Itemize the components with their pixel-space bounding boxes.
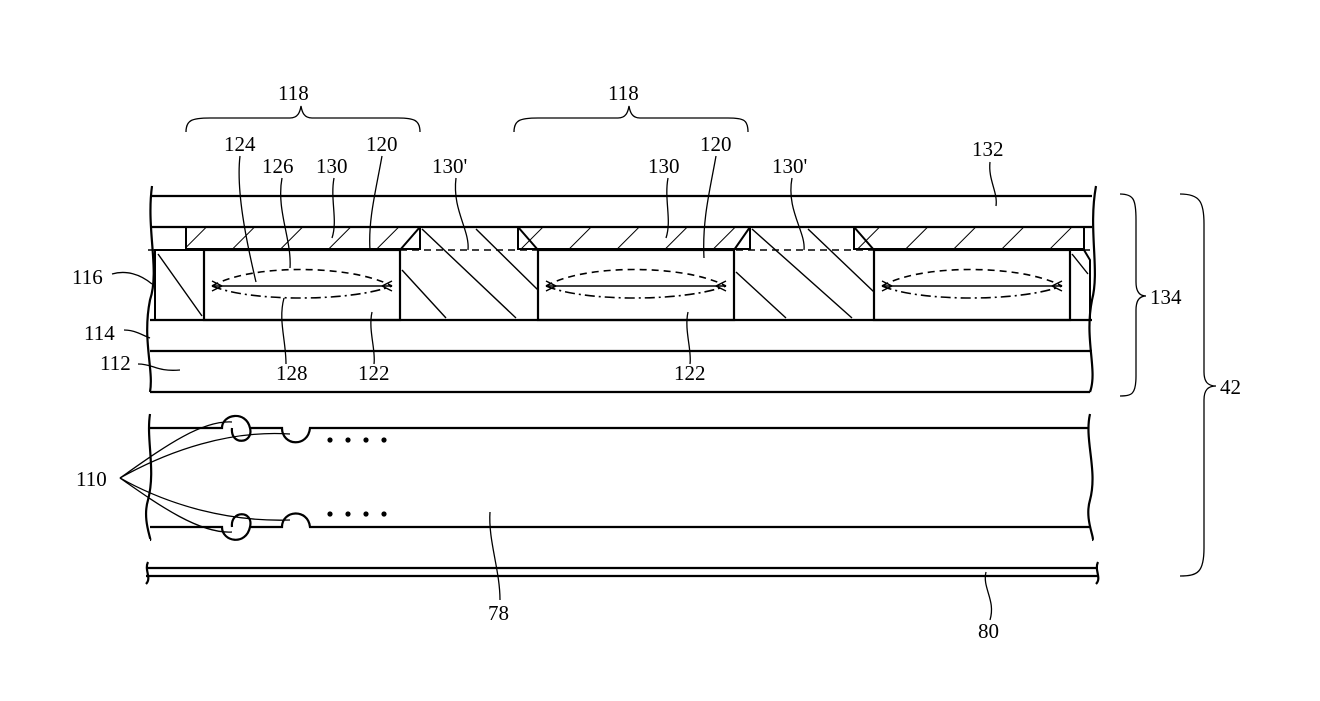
label-122-a: 122: [358, 361, 390, 385]
brace-118-b: [513, 105, 749, 133]
pixel-well-a: [202, 248, 402, 322]
reference-labels: 118 118 124 126 130 120 130' 130 120 130…: [72, 81, 1241, 643]
lower-curve-128: [211, 285, 393, 299]
lens-region-b: [545, 268, 727, 299]
label-126: 126: [262, 154, 294, 178]
brace-134: [1119, 193, 1147, 397]
label-130-b: 130: [648, 154, 680, 178]
label-122-b: 122: [674, 361, 706, 385]
pixel-well-c: [872, 248, 1072, 322]
label-132: 132: [972, 137, 1004, 161]
lens-region-a: [211, 268, 393, 299]
ellipsis-dots-top: [327, 437, 387, 443]
guide-right-edge: [1087, 413, 1094, 542]
ellipsis-dots-bottom: [327, 511, 387, 517]
guide-top-surface: [150, 414, 1088, 444]
left-break-edge: [146, 185, 155, 393]
label-78: 78: [488, 601, 509, 625]
label-118-b: 118: [608, 81, 639, 105]
label-120-a: 120: [366, 132, 398, 156]
guide-left-edge: [144, 413, 153, 542]
label-130-prime-b: 130': [772, 154, 807, 178]
label-128: 128: [276, 361, 308, 385]
upper-curve-126: [211, 268, 393, 287]
label-120-b: 120: [700, 132, 732, 156]
filter-130-a: [185, 226, 421, 250]
partition-116-right: [1069, 249, 1091, 321]
display-stack-134: [146, 185, 1098, 394]
label-134: 134: [1150, 285, 1182, 309]
filter-130-c: [853, 226, 1085, 250]
label-130-prime-a: 130': [432, 154, 467, 178]
guide-bottom-surface: [150, 512, 1090, 541]
lens-region-c: [881, 268, 1063, 299]
label-42: 42: [1220, 375, 1241, 399]
label-130-a: 130: [316, 154, 348, 178]
label-112: 112: [100, 351, 131, 375]
brace-42: [1179, 193, 1217, 577]
filter-130-b: [517, 226, 751, 250]
label-124: 124: [224, 132, 256, 156]
brace-118-a: [185, 105, 421, 133]
light-guide-78: [144, 413, 1094, 542]
label-80: 80: [978, 619, 999, 643]
partition-116-left: [154, 249, 205, 321]
right-break-edge: [1088, 185, 1098, 393]
label-116: 116: [72, 265, 103, 289]
label-110: 110: [76, 467, 107, 491]
label-114: 114: [84, 321, 115, 345]
label-118-a: 118: [278, 81, 309, 105]
pixel-well-b: [536, 248, 736, 322]
reflector-80: [145, 561, 1100, 585]
leader-lines: [111, 155, 997, 621]
